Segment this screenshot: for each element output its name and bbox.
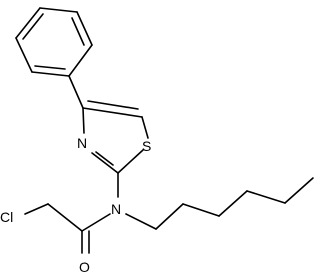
thiazole-c5-s-bond [141,116,149,139]
thiazole-s-c2-bond [117,149,144,174]
amide-nitrogen-carbonyl-bond [81,213,111,232]
hexyl-bond-3 [182,203,220,217]
phenyl-bond-2 [39,7,78,13]
amide-nitrogen-atom-label: N [111,201,121,217]
thiazole-n3-c4-bond [82,107,85,134]
thiazole-c4-c5-bond [82,107,143,118]
hexyl-chain [125,177,314,230]
carbonyl-methylene-bond [47,203,83,232]
phenyl-bond-1-inner [22,13,44,40]
phenyl-bond-5-inner [34,65,66,70]
phenyl-bond-3-inner [71,17,85,46]
hexyl-bond-2 [155,203,184,230]
phenyl-bond-3 [76,11,93,46]
phenyl-ring [15,7,93,77]
thiazole-c2-n3-double-bond [95,151,114,166]
hexyl-bond-4 [218,190,248,217]
sulfur-atom-label: S [142,138,151,154]
thiazole-ring [82,100,149,174]
hexyl-bond-1 [125,213,157,230]
phenyl-bond-5 [31,71,70,77]
oxygen-atom-label: O [79,259,90,275]
phenyl-bond-4 [68,44,93,77]
hexyl-bond-6 [284,177,314,204]
chloroacetyl-group [24,203,111,254]
thiazole-c4-c5-double-bond [87,100,139,110]
thiazole-c2-n3-bond [91,152,119,174]
phenyl-bond-1 [15,7,41,39]
phenyl-bond-6 [15,37,33,73]
phenyl-thiazole-bond [68,75,84,109]
thiazole-nitrogen-atom-label: N [77,135,87,151]
methylene-chlorine-bond [24,203,49,215]
hexyl-bond-5 [246,190,286,204]
chlorine-atom-label: Cl [0,209,13,225]
